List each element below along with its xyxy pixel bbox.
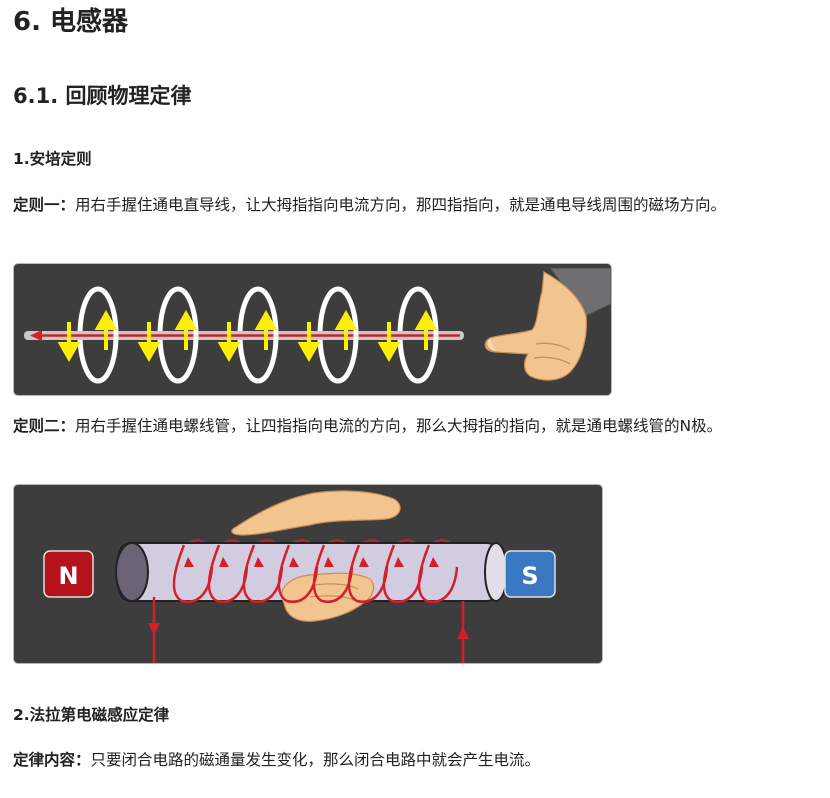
right-hand-icon [484,267,611,381]
straight-wire-figure [13,263,612,396]
faraday-law-label: 定律内容： [13,751,91,769]
section-title: 6.1. 回顾物理定律 [13,84,192,108]
rule-one-paragraph: 定则一：用右手握住通电直导线，让大拇指指向电流方向，那四指指向，就是通电导线周围… [13,190,823,220]
solenoid-figure: N S [13,484,603,664]
rule-two-text: 用右手握住通电螺线管，让四指指向电流的方向，那么大拇指的指向，就是通电螺线管的N… [75,417,723,435]
solenoid-illustration: N S [43,490,556,663]
rule-two-paragraph: 定则二：用右手握住通电螺线管，让四指指向电流的方向，那么大拇指的指向，就是通电螺… [13,411,823,441]
subsection-title-faraday: 2.法拉第电磁感应定律 [13,706,170,724]
right-hand-icon [231,490,401,536]
south-pole-label: S [521,562,538,590]
south-pole-badge [504,550,556,598]
north-pole-badge [43,550,94,598]
straight-wire-illustration [24,267,611,384]
subsection-title-ampere: 1.安培定则 [13,150,92,168]
rule-two-label: 定则二： [13,417,76,435]
faraday-law-text: 只要闭合电路的磁通量发生变化，那么闭合电路中就会产生电流。 [90,751,541,769]
faraday-law-paragraph: 定律内容：只要闭合电路的磁通量发生变化，那么闭合电路中就会产生电流。 [13,745,823,775]
north-pole-label: N [58,562,78,590]
page-title: 6. 电感器 [13,7,129,37]
rule-one-label: 定则一： [13,196,76,214]
rule-one-text: 用右手握住通电直导线，让大拇指指向电流方向，那四指指向，就是通电导线周围的磁场方… [75,196,727,214]
